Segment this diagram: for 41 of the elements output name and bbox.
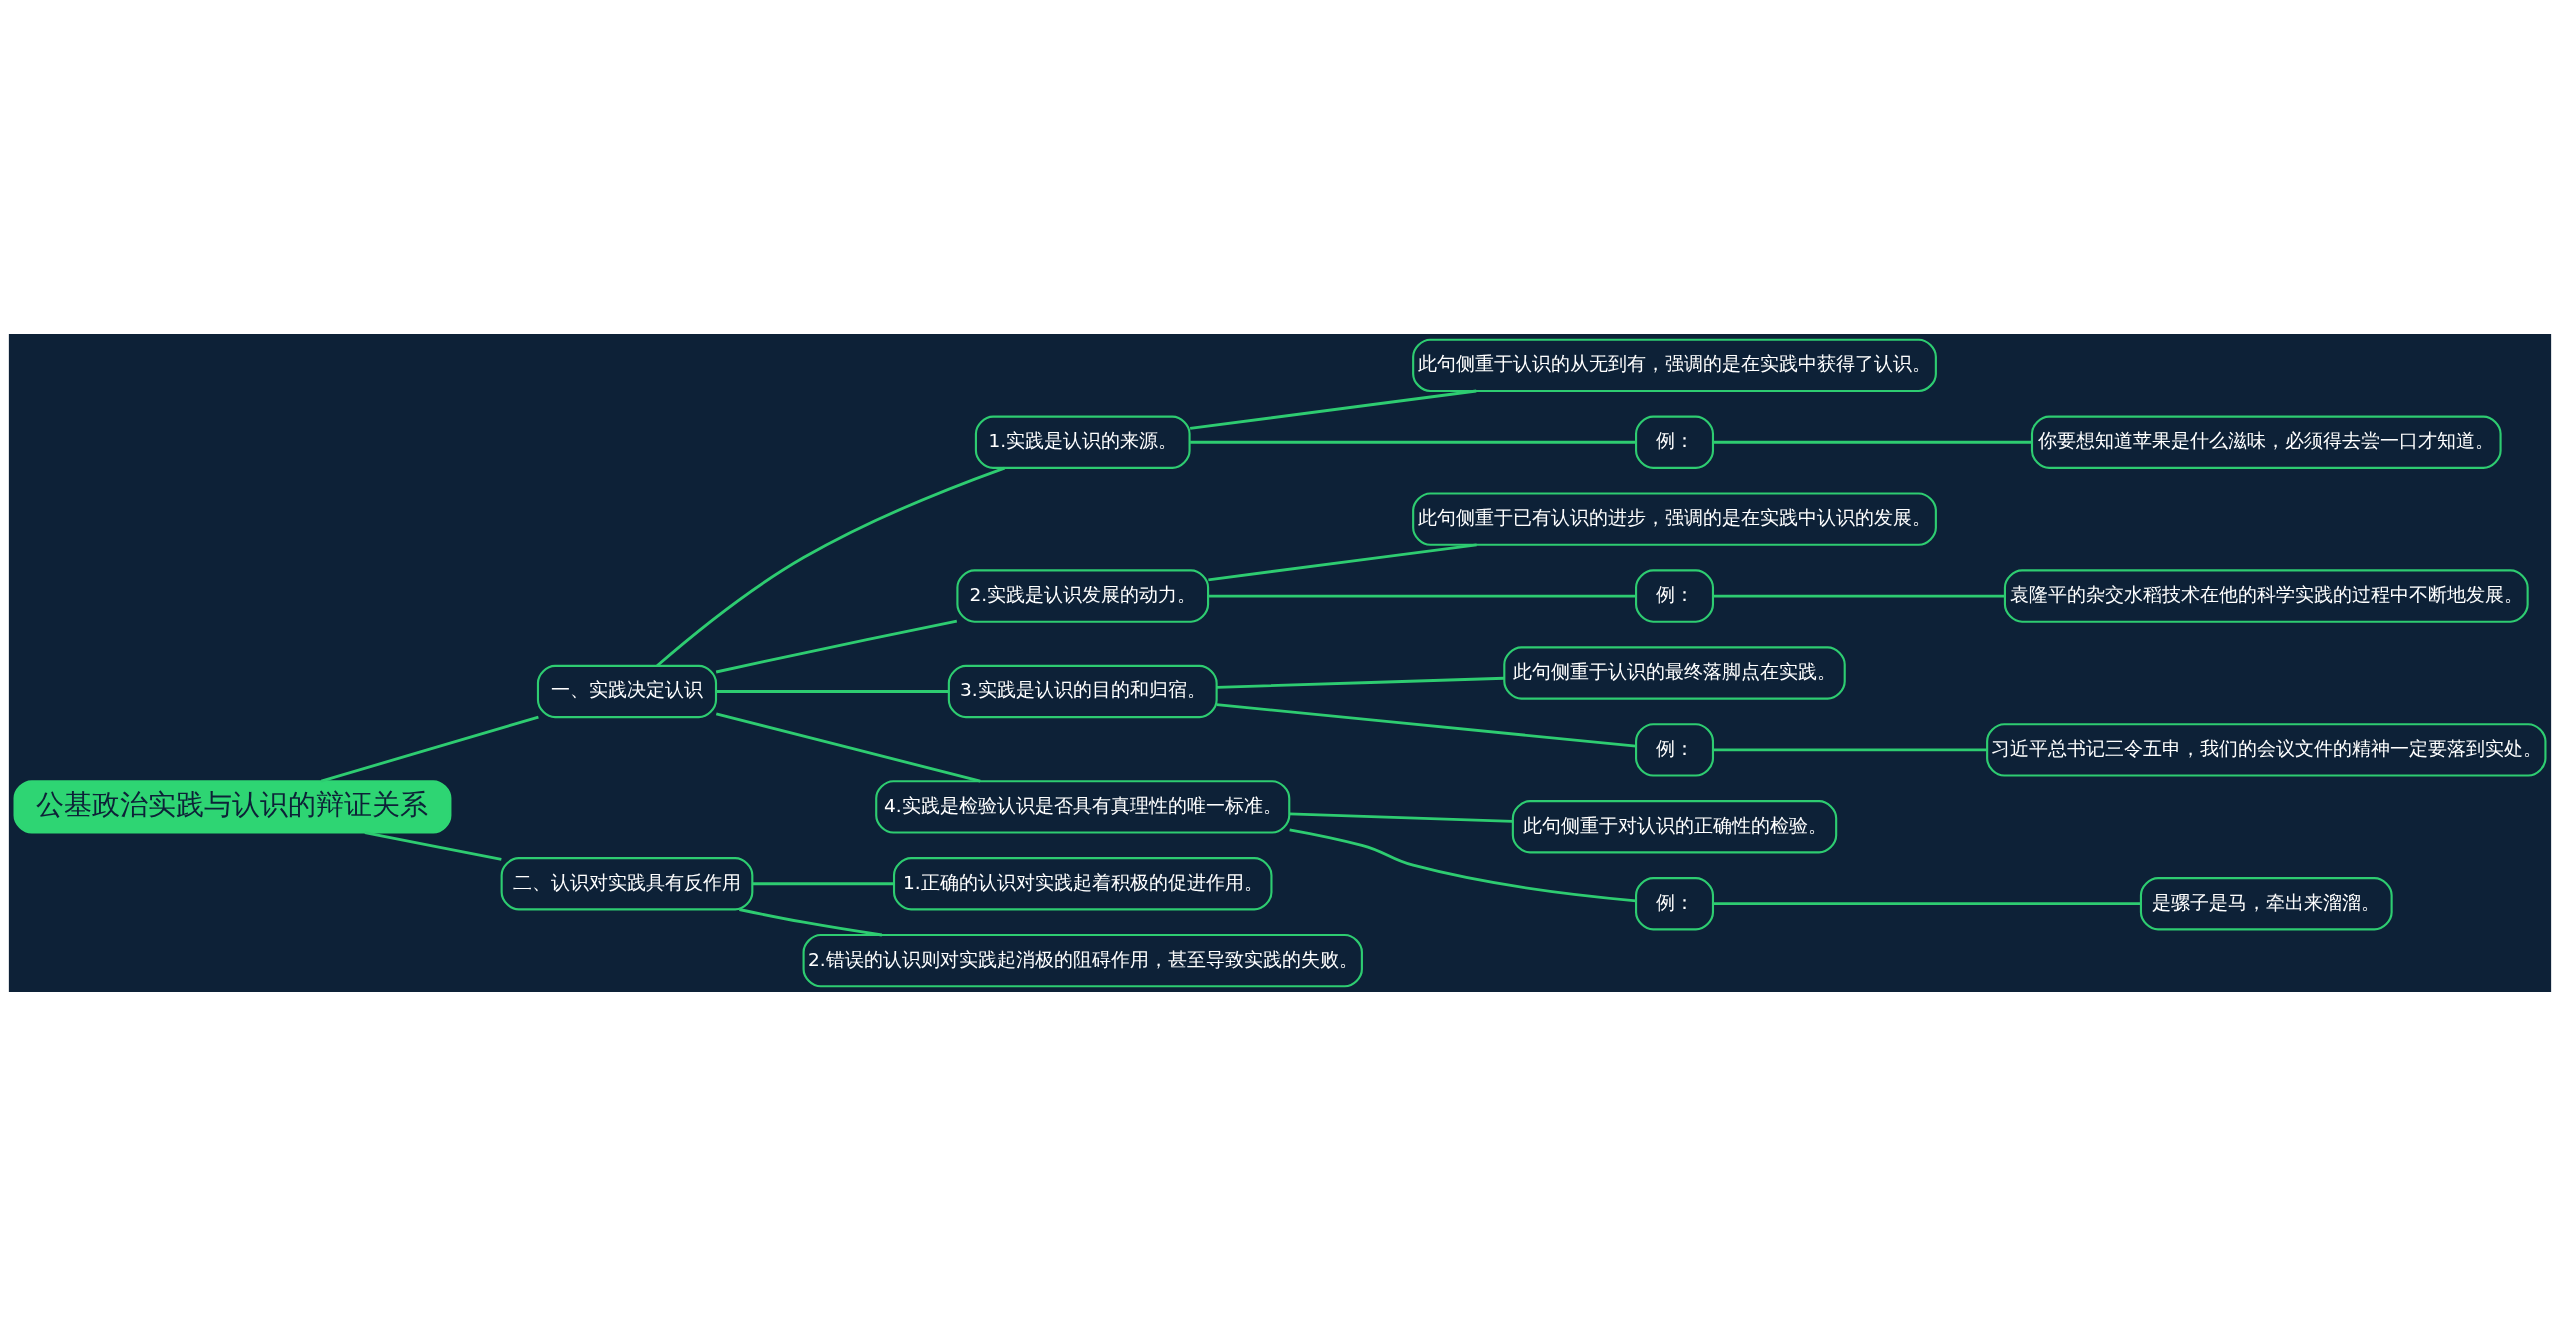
connector xyxy=(1190,440,1636,444)
connector xyxy=(1713,902,2141,906)
connector xyxy=(1289,828,1637,903)
connector xyxy=(1713,594,2005,598)
connector xyxy=(715,619,958,674)
connector xyxy=(715,712,981,783)
connector xyxy=(1713,748,1987,752)
connector xyxy=(739,908,883,937)
node-box: 此句侧重于认识的从无到有，强调的是在实践中获得了认识。 xyxy=(1412,338,1937,393)
connector xyxy=(1289,812,1513,823)
node-box: 2.实践是认识发展的动力。 xyxy=(956,569,1210,623)
node-box: 例： xyxy=(1635,569,1715,623)
node-box: 此句侧重于对认识的正确性的检验。 xyxy=(1511,800,1838,854)
node-box: 此句侧重于认识的最终落脚点在实践。 xyxy=(1503,646,1846,700)
connector xyxy=(364,831,502,861)
connector xyxy=(1189,389,1477,430)
node-box: 公基政治实践与认识的辩证关系 xyxy=(13,780,452,834)
connector xyxy=(1208,543,1477,582)
node-box: 1.实践是认识的来源。 xyxy=(974,415,1191,469)
connector xyxy=(1208,594,1636,598)
node-box: 一、实践决定认识 xyxy=(536,664,718,719)
connector xyxy=(656,466,1006,667)
node-box: 3.实践是认识的目的和归宿。 xyxy=(947,664,1218,719)
node-box: 是骡子是马，牵出来溜溜。 xyxy=(2139,877,2393,931)
node-box: 此句侧重于已有认识的进步，强调的是在实践中认识的发展。 xyxy=(1412,492,1937,546)
node-box: 例： xyxy=(1635,723,1715,777)
node-box: 1.正确的认识对实践起着积极的促进作用。 xyxy=(892,857,1273,911)
connector xyxy=(1216,703,1637,748)
connector xyxy=(1713,440,2032,444)
node-box: 袁隆平的杂交水稻技术在他的科学实践的过程中不断地发展。 xyxy=(2003,569,2529,623)
connector xyxy=(1216,676,1505,689)
node-box: 例： xyxy=(1635,415,1715,469)
node-box: 二、认识对实践具有反作用 xyxy=(500,857,754,911)
connector xyxy=(716,690,949,693)
node-box: 你要想知道苹果是什么滋味，必须得去尝一口才知道。 xyxy=(2030,415,2502,469)
node-box: 习近平总书记三令五申，我们的会议文件的精神一定要落到实处。 xyxy=(1986,723,2547,777)
node-box: 2.错误的认识则对实践起消极的阻碍作用，甚至导致实践的失败。 xyxy=(802,933,1363,988)
node-box: 例： xyxy=(1635,877,1715,931)
node-box: 4.实践是检验认识是否具有真理性的唯一标准。 xyxy=(875,780,1291,834)
connector xyxy=(320,715,539,783)
connector xyxy=(752,882,894,886)
